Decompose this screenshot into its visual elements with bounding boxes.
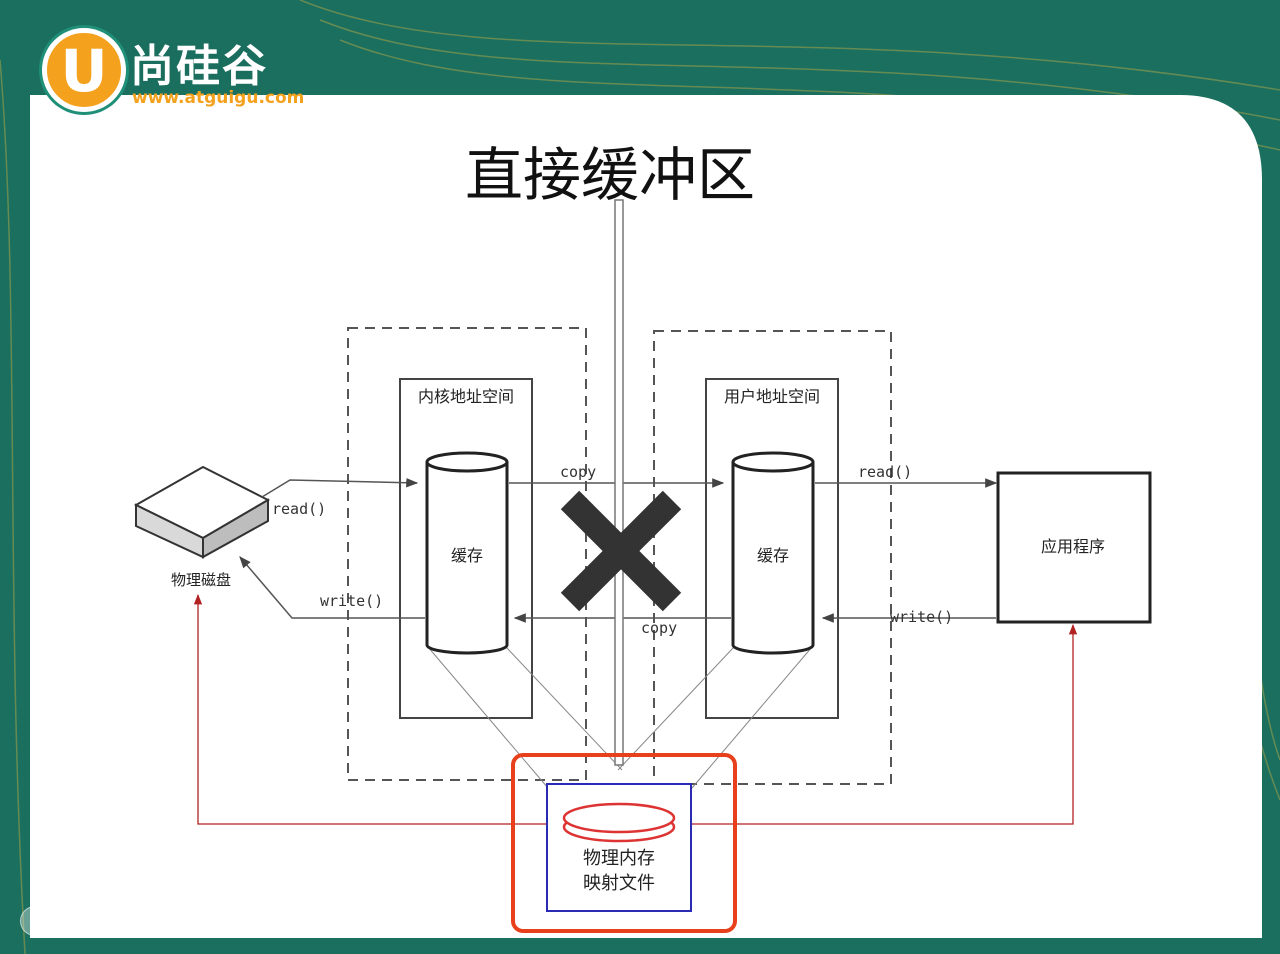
zoom-button[interactable]: ⌕	[196, 906, 226, 936]
application-label: 应用程序	[1041, 537, 1105, 556]
mmap-disk-shape	[564, 804, 674, 841]
disk-read-label: read()	[272, 500, 326, 518]
more-options-button[interactable]: ···	[240, 906, 270, 936]
physical-disk-label: 物理磁盘	[171, 571, 231, 589]
prev-slide-button[interactable]: ◀	[20, 906, 50, 936]
mmap-file-label-line2: 映射文件	[583, 873, 655, 894]
slides-overview-button[interactable]: ▦	[152, 906, 182, 936]
divider-pipe	[615, 200, 623, 765]
slide-title: 直接缓冲区	[400, 128, 820, 212]
user-space-label: 用户地址空间	[724, 387, 820, 406]
kernel-space-label: 内核地址空间	[418, 387, 514, 406]
next-slide-button[interactable]: ▶	[64, 906, 94, 936]
disk-write-label: write()	[320, 592, 383, 610]
pen-tool-button[interactable]: ✎	[108, 906, 138, 936]
app-write-label: write()	[890, 608, 953, 626]
logo-initial: U	[47, 37, 121, 105]
logo-url: www.atguigu.com	[132, 88, 304, 108]
logo-badge: U	[42, 28, 126, 112]
logo-name: 尚硅谷	[130, 30, 268, 94]
mmap-file-label-line1: 物理内存	[583, 848, 655, 869]
user-cache-label: 缓存	[757, 546, 789, 565]
app-read-label: read()	[858, 463, 912, 481]
copy-bottom-label: copy	[641, 619, 677, 637]
kernel-cache-label: 缓存	[451, 546, 483, 565]
copy-top-label: copy	[560, 463, 596, 481]
